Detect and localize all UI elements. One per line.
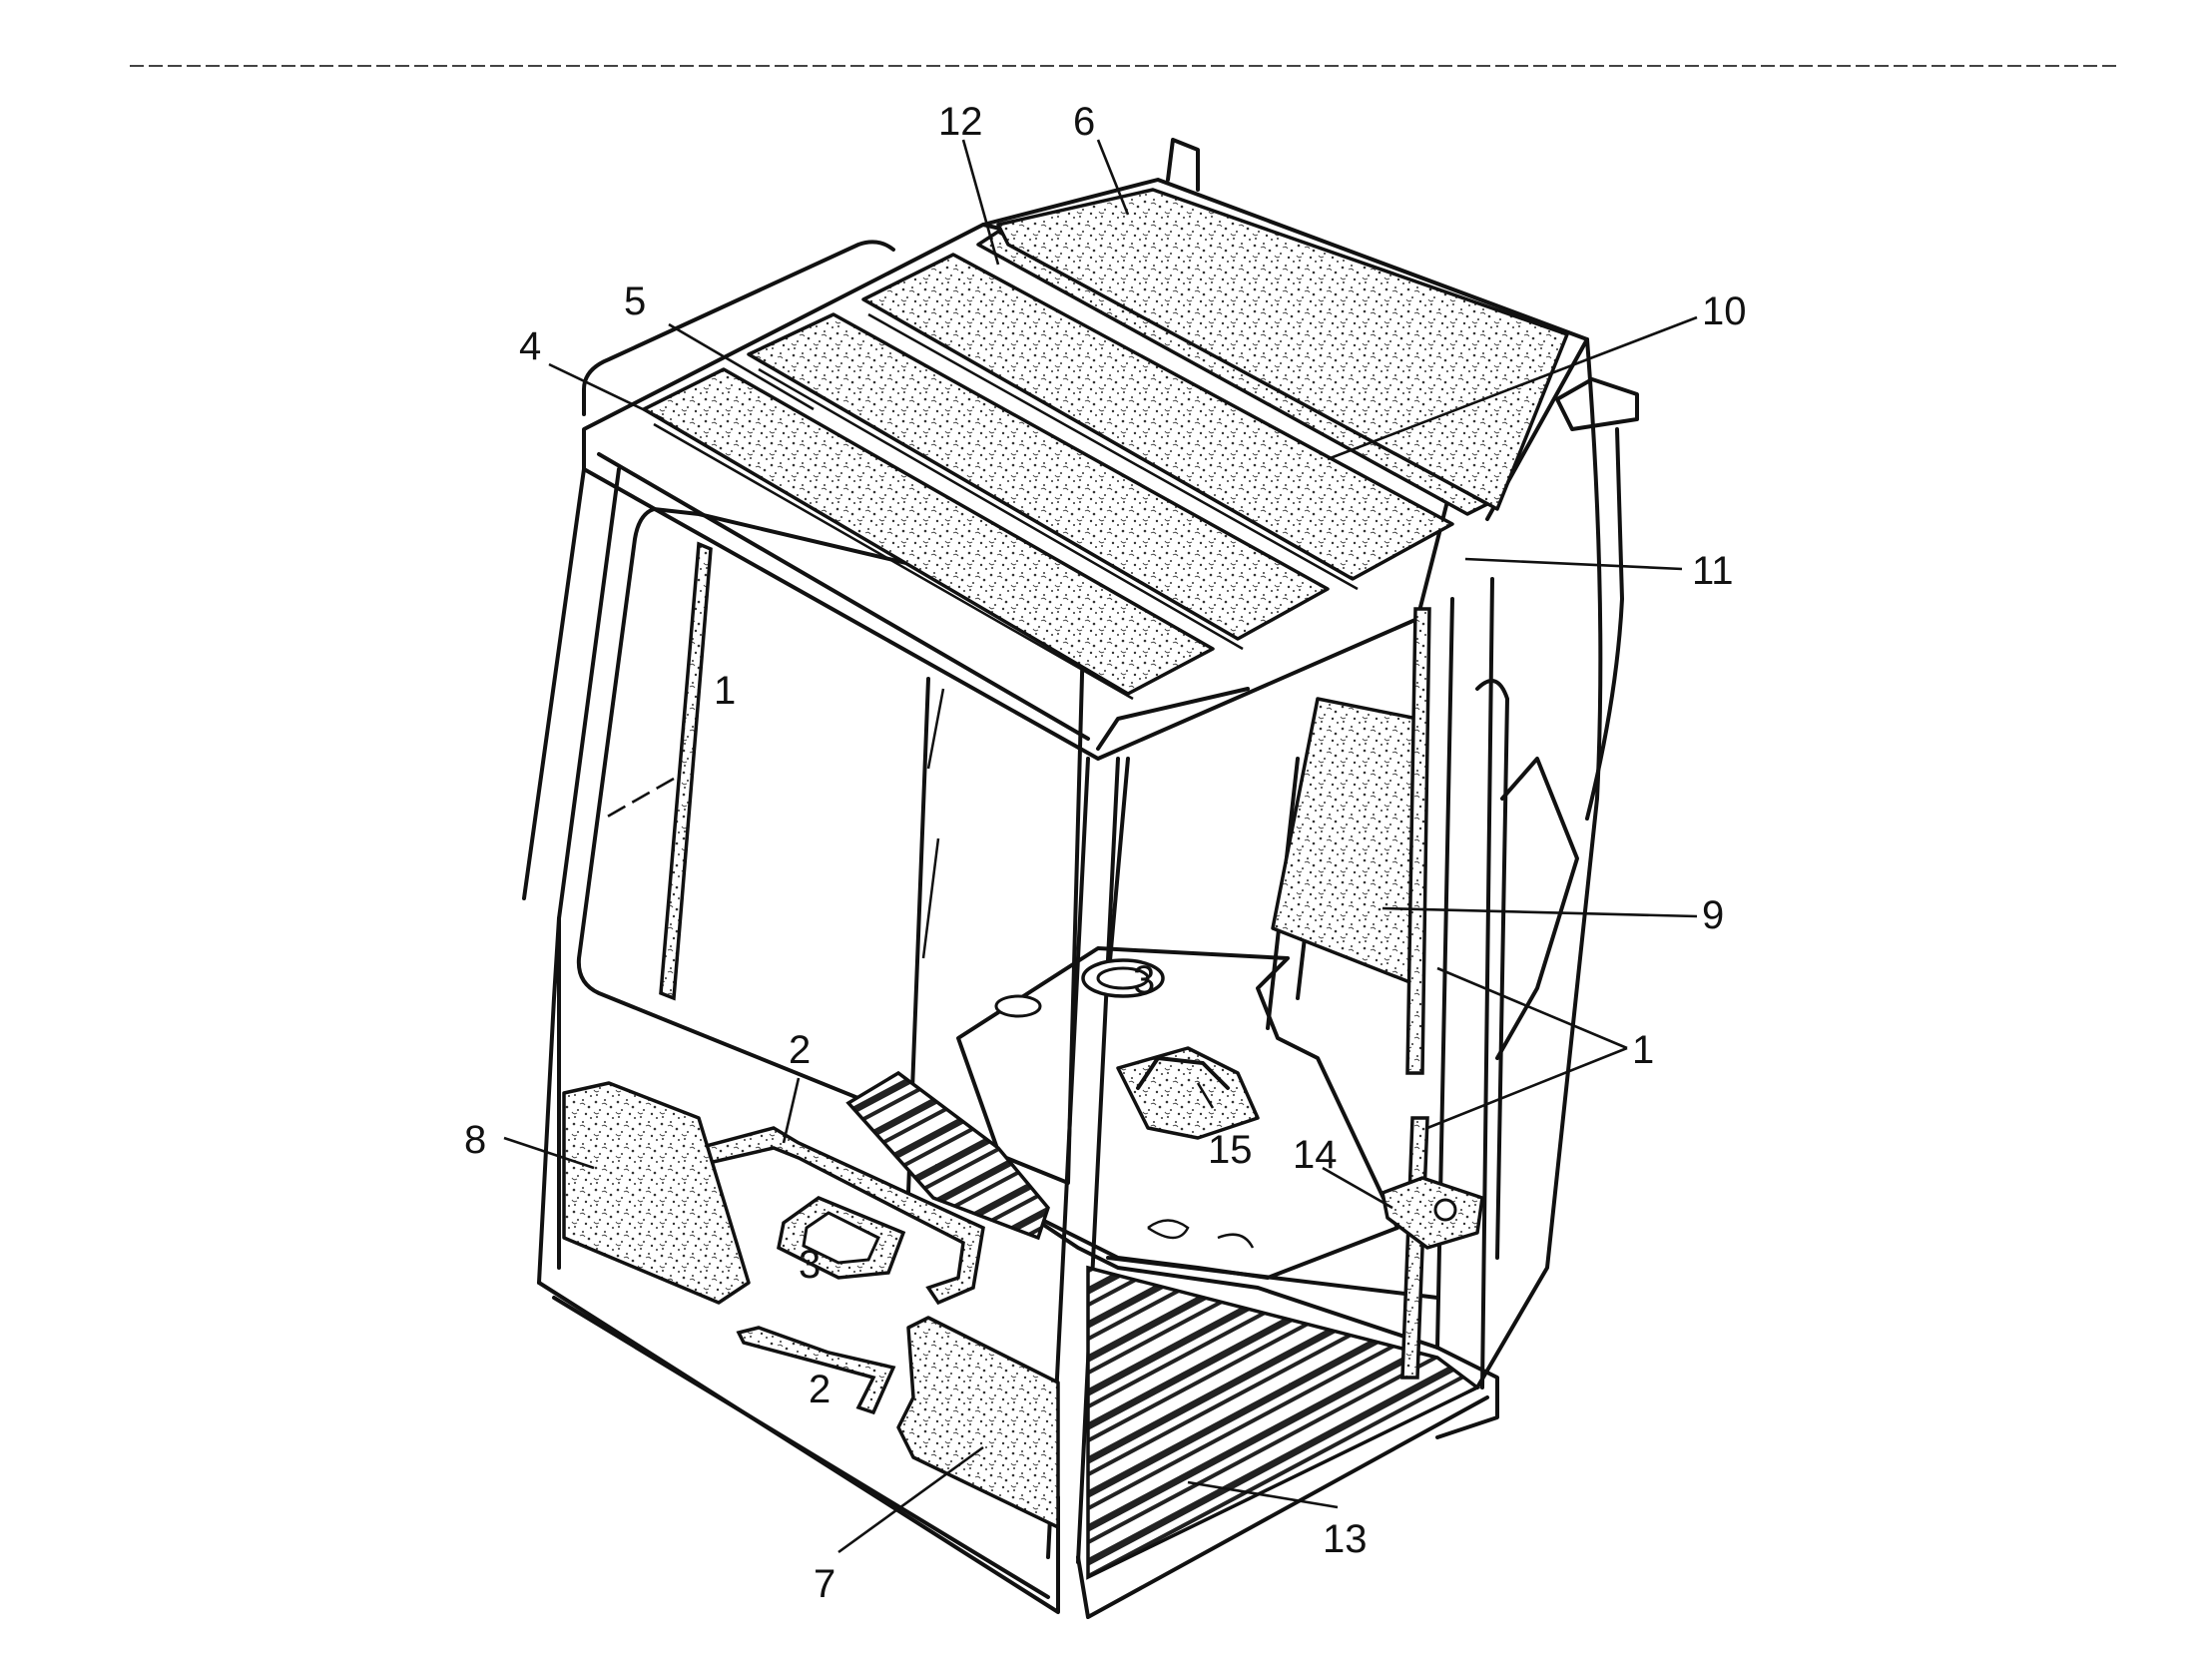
callout-12: 12 xyxy=(938,100,983,144)
door-seal-right xyxy=(1405,607,1431,1075)
callout-15: 15 xyxy=(1208,1128,1253,1172)
door-seal-rear xyxy=(1400,1116,1429,1380)
callouts: 12 6 10 5 4 11 1 9 3 2 1 8 15 14 3 2 13 … xyxy=(464,100,1747,1606)
callout-1-right: 1 xyxy=(1632,1028,1654,1072)
callout-10: 10 xyxy=(1702,289,1747,333)
callout-13: 13 xyxy=(1323,1517,1368,1561)
floor-seal-upper xyxy=(696,1126,985,1306)
callout-9: 9 xyxy=(1702,893,1724,937)
front-lower-panel xyxy=(896,1316,1060,1529)
callout-11: 11 xyxy=(1692,549,1734,593)
callout-2-upper: 2 xyxy=(789,1028,811,1072)
rear-roof-insulation xyxy=(996,188,1569,511)
floor-mat-rear xyxy=(845,1070,1050,1241)
rear-window-insulation xyxy=(1271,697,1419,985)
callout-4: 4 xyxy=(519,324,541,368)
callout-1-left: 1 xyxy=(714,669,736,713)
callout-6: 6 xyxy=(1073,100,1095,144)
floor-mat xyxy=(1086,1265,1481,1580)
callout-2-lower: 2 xyxy=(809,1368,830,1411)
side-lower-panel xyxy=(562,1081,751,1305)
door-seal-left xyxy=(659,541,713,1001)
console-pad xyxy=(1116,1046,1260,1140)
callout-3-floor: 3 xyxy=(799,1243,821,1287)
callout-14: 14 xyxy=(1293,1133,1338,1177)
floor-seal-lower xyxy=(736,1326,896,1415)
leader-lines xyxy=(503,139,1698,1554)
callout-3-console: 3 xyxy=(1133,958,1155,1002)
callout-7: 7 xyxy=(814,1562,835,1606)
callout-8: 8 xyxy=(464,1118,486,1162)
roof-insulation xyxy=(642,230,1489,701)
callout-5: 5 xyxy=(624,279,646,323)
rear-corner-pad xyxy=(1381,1176,1484,1250)
